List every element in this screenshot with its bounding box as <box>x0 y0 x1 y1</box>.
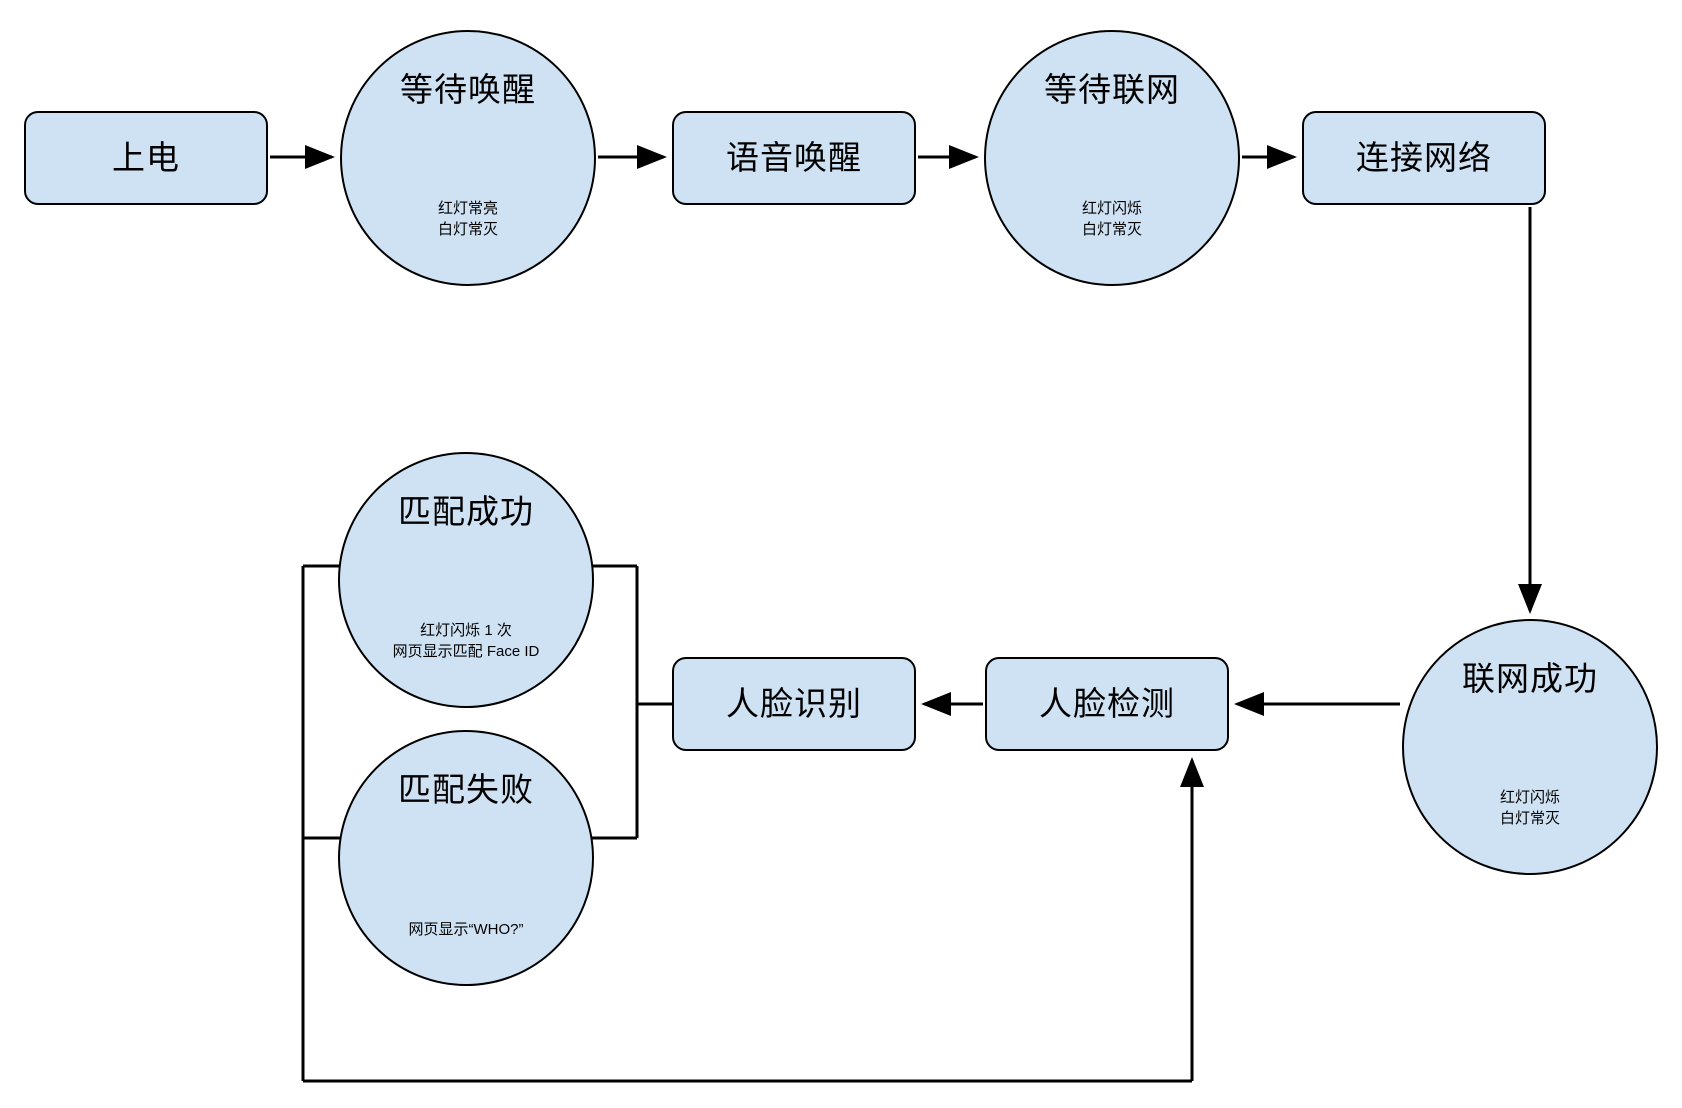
node-match-fail-title: 匹配失败 <box>398 771 534 809</box>
node-match-fail[interactable]: 匹配失败 网页显示“WHO?” <box>338 730 594 986</box>
node-power-on[interactable]: 上电 <box>24 111 268 205</box>
node-wait-wakeup-sub: 红灯常亮 白灯常灭 <box>437 199 498 239</box>
node-face-detect-title: 人脸检测 <box>1039 684 1175 722</box>
node-match-fail-sub: 网页显示“WHO?” <box>408 921 524 939</box>
node-wait-network-title: 等待联网 <box>1044 71 1180 109</box>
node-face-recognize-title: 人脸识别 <box>726 684 862 722</box>
node-match-success[interactable]: 匹配成功 红灯闪烁 1 次 网页显示匹配 Face ID <box>338 452 594 708</box>
node-wait-network-sub: 红灯闪烁 白灯常灭 <box>1081 199 1142 239</box>
node-wait-network[interactable]: 等待联网 红灯闪烁 白灯常灭 <box>984 30 1240 286</box>
node-face-recognize[interactable]: 人脸识别 <box>672 657 916 751</box>
node-network-success[interactable]: 联网成功 红灯闪烁 白灯常灭 <box>1402 619 1658 875</box>
node-connect-network[interactable]: 连接网络 <box>1302 111 1546 205</box>
node-network-success-title: 联网成功 <box>1462 660 1598 698</box>
node-wait-wakeup-title: 等待唤醒 <box>400 71 536 109</box>
node-voice-wakeup-title: 语音唤醒 <box>726 138 862 176</box>
node-power-on-title: 上电 <box>112 138 180 176</box>
node-network-success-sub: 红灯闪烁 白灯常灭 <box>1499 788 1560 828</box>
node-match-success-title: 匹配成功 <box>398 493 534 531</box>
node-wait-wakeup[interactable]: 等待唤醒 红灯常亮 白灯常灭 <box>340 30 596 286</box>
node-face-detect[interactable]: 人脸检测 <box>985 657 1229 751</box>
node-voice-wakeup[interactable]: 语音唤醒 <box>672 111 916 205</box>
node-connect-network-title: 连接网络 <box>1356 138 1492 176</box>
node-match-success-sub: 红灯闪烁 1 次 网页显示匹配 Face ID <box>392 621 540 661</box>
